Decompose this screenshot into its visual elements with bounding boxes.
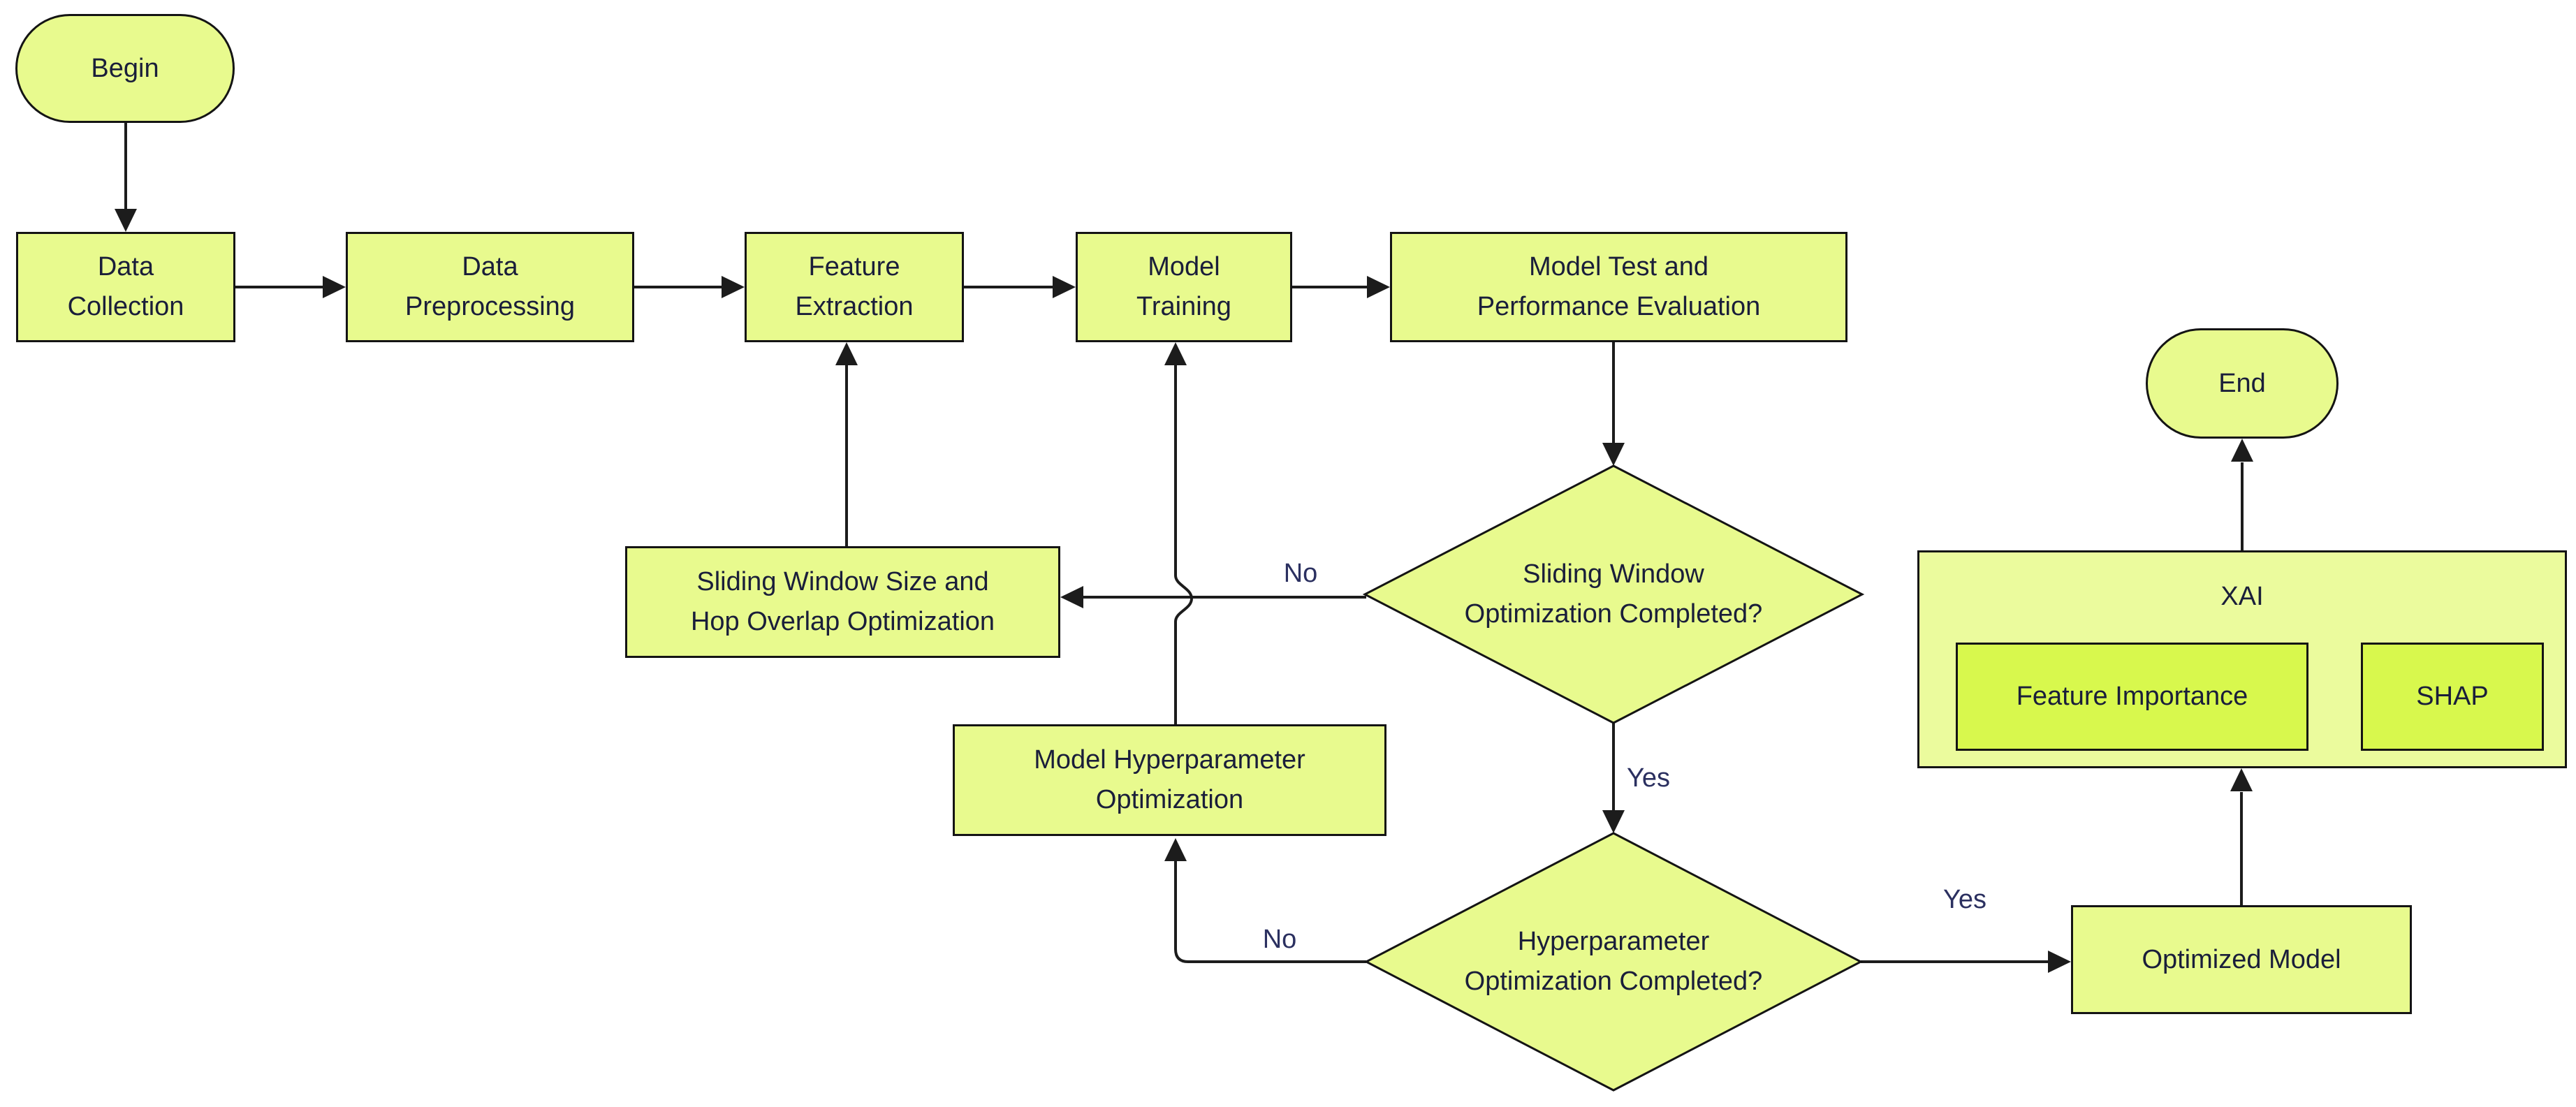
edge-hyper-no-arrowhead — [1164, 838, 1187, 861]
edge-sliding-no-arrowhead — [1060, 586, 1083, 608]
edge-extraction-to-training-arrowhead — [1053, 276, 1076, 298]
edge-training-to-test-arrowhead — [1367, 276, 1390, 298]
edge-begin-to-data-collection-arrowhead — [115, 209, 137, 232]
edge-xai-to-end-arrowhead — [2231, 439, 2253, 462]
sliding-window-decision-diamond — [1362, 464, 1865, 724]
edge-slidingopt-to-extraction-arrowhead — [835, 342, 858, 365]
edge-hyper-yes-arrowhead — [2048, 951, 2071, 973]
edge-hyperopt-to-training-arrowhead — [1164, 342, 1187, 365]
edge-sliding-yes-arrowhead — [1602, 810, 1625, 833]
edge-optimized-to-xai-arrowhead — [2230, 768, 2253, 791]
edge-test-to-sliding-decision-arrowhead — [1602, 443, 1625, 466]
hyperparameter-decision-diamond — [1363, 832, 1864, 1092]
edge-hyper-no — [1174, 859, 1366, 963]
edge-preprocessing-to-extraction-arrowhead — [722, 276, 745, 298]
edge-hyperopt-to-training — [1174, 363, 1194, 724]
edge-collection-to-preprocessing-arrowhead — [323, 276, 346, 298]
